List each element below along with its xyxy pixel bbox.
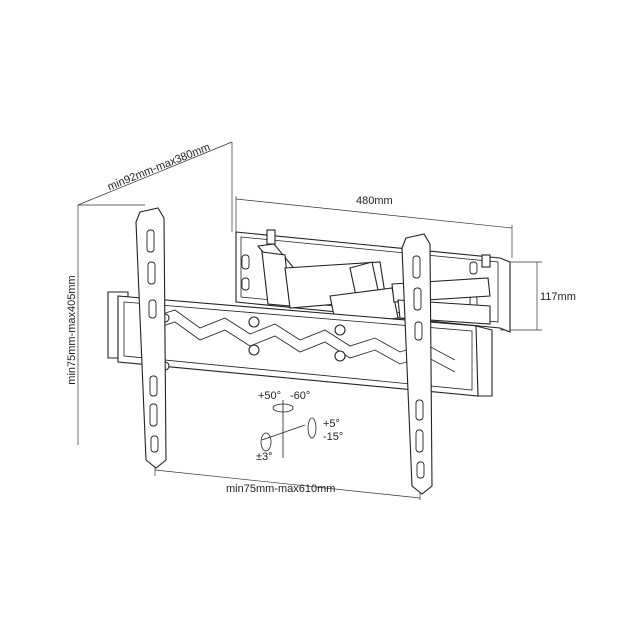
- right-vertical-bracket: [401, 233, 433, 495]
- height-label: 117mm: [540, 291, 576, 303]
- level-label: ±3°: [256, 451, 273, 463]
- horizontal-axis-line: [261, 424, 306, 441]
- tilt-down-label: -60°: [290, 390, 310, 402]
- vesa-horizontal-label: min75mm-max610mm: [226, 483, 335, 495]
- left-vertical-bracket: [135, 207, 167, 469]
- tilt-rotation-arrow-icon: [272, 403, 294, 413]
- depth-label: min92mm-max380mm: [106, 141, 212, 193]
- level-rotation-arrow-icon: [260, 432, 272, 452]
- rotation-indicator: [260, 400, 317, 458]
- swivel-minus-label: -15°: [323, 431, 343, 443]
- width-label: 480mm: [356, 195, 393, 207]
- swivel-rotation-arrow-icon: [307, 417, 317, 439]
- vesa-vertical-label: min75mm-max405mm: [66, 275, 78, 384]
- tilt-up-label: +50°: [258, 390, 281, 402]
- swivel-plus-label: +5°: [323, 418, 340, 430]
